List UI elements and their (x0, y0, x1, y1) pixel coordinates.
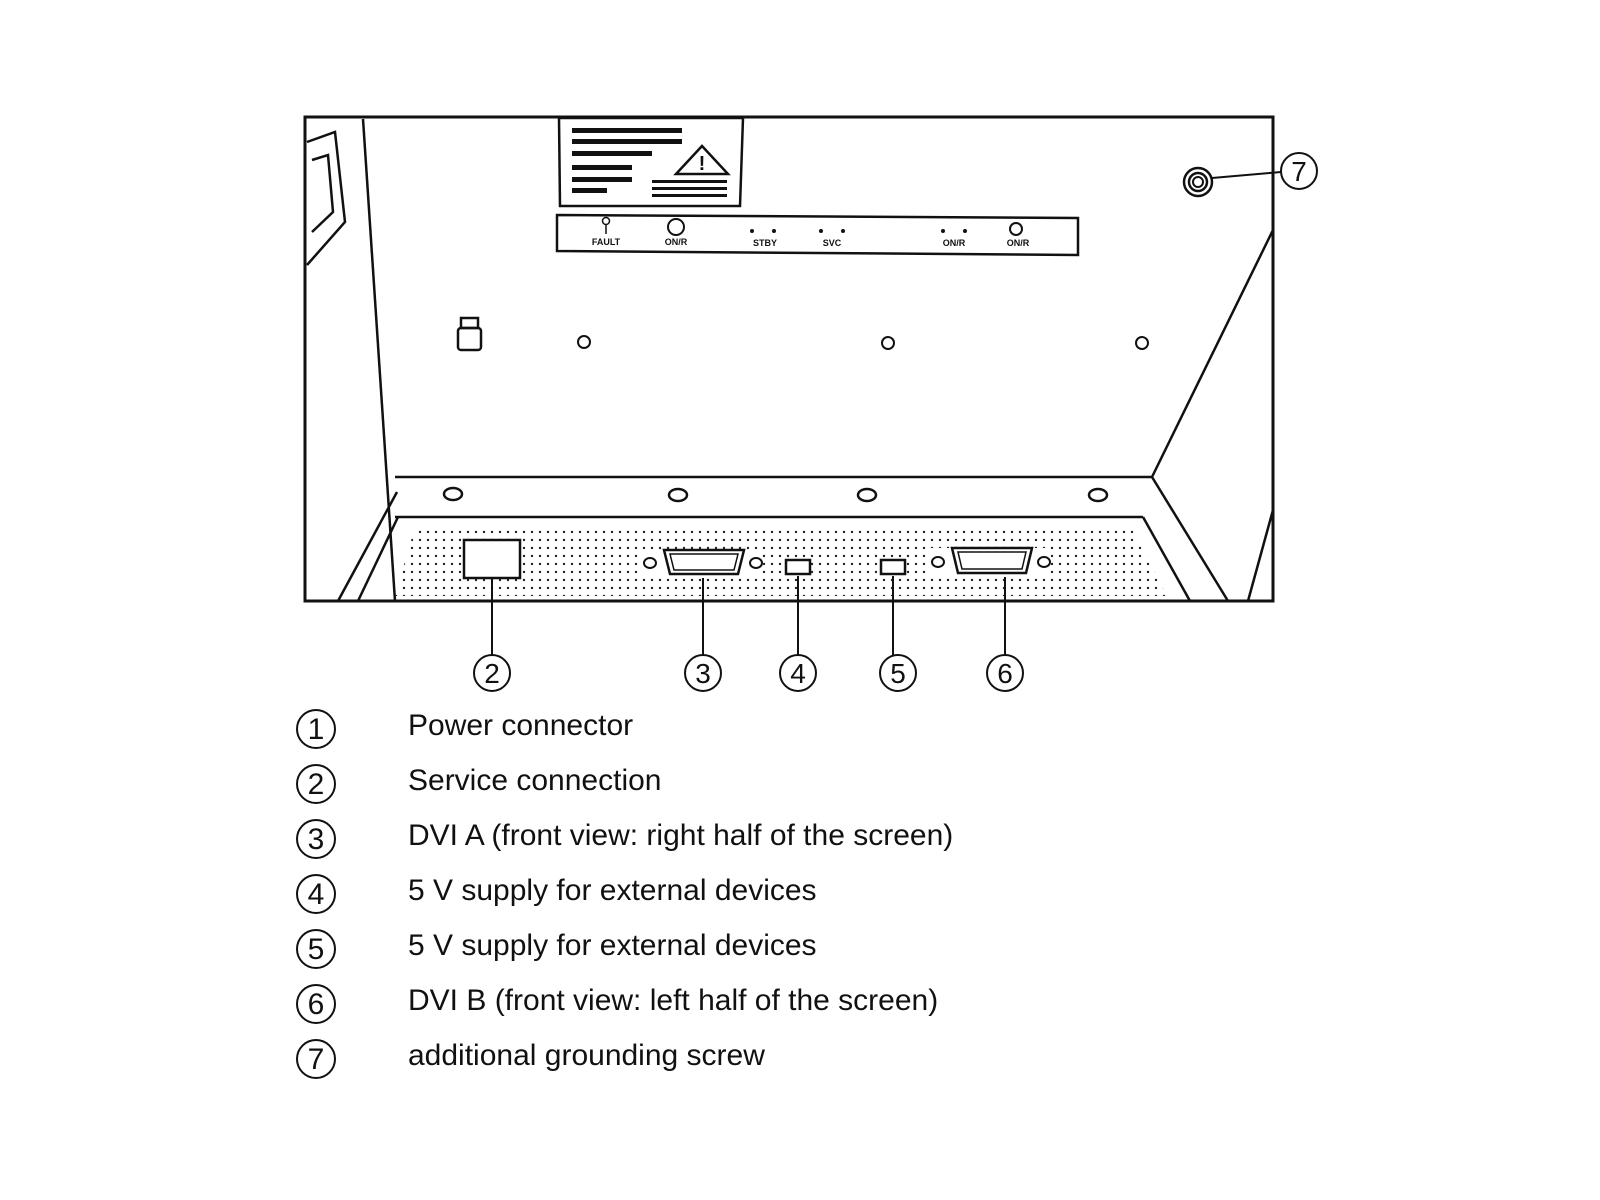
legend-text: DVI B (front view: left half of the scre… (408, 984, 939, 1017)
legend-text: 5 V supply for external devices (408, 929, 817, 962)
on-r-button-left (667, 218, 685, 236)
legend: 1 Power connector 2 Service connection 3… (296, 705, 1196, 1090)
legend-text: 5 V supply for external devices (408, 874, 817, 907)
legend-text: DVI A (front view: right half of the scr… (408, 819, 954, 852)
svg-text:5: 5 (890, 658, 906, 689)
service-connector (462, 538, 522, 580)
legend-number: 1 (296, 709, 336, 749)
label-on-r-right: ON/R (943, 238, 966, 248)
dvi-b-connector (928, 546, 1051, 576)
on-r-led-2 (963, 229, 967, 233)
leader-lines (491, 171, 1282, 655)
stby-led-2 (772, 229, 776, 233)
legend-item: 7 additional grounding screw (296, 1035, 1196, 1090)
usb-port-5 (879, 558, 907, 576)
vent-grille (395, 527, 1167, 596)
right-edge (1150, 229, 1275, 602)
legend-item: 4 5 V supply for external devices (296, 870, 1196, 925)
callout-4: 4 (779, 654, 817, 692)
on-r-button-right (1009, 222, 1023, 236)
legend-item: 6 DVI B (front view: left half of the sc… (296, 980, 1196, 1035)
housing-outline (303, 115, 1275, 603)
label-stby: STBY (753, 238, 777, 248)
legend-number: 5 (296, 929, 336, 969)
label-fault: FAULT (592, 237, 621, 247)
svg-text:7: 7 (1291, 156, 1307, 187)
warning-label: ! (557, 116, 745, 208)
lock-icon (456, 316, 483, 352)
lower-ledge (356, 475, 1192, 602)
label-svc: SVC (823, 238, 842, 248)
legend-number: 6 (296, 984, 336, 1024)
on-r-led-1 (941, 229, 945, 233)
dvi-a-connector (640, 548, 763, 576)
callout-6: 6 (986, 654, 1024, 692)
svg-text:6: 6 (997, 658, 1013, 689)
legend-item: 3 DVI A (front view: right half of the s… (296, 815, 1196, 870)
legend-item: 1 Power connector (296, 705, 1196, 760)
warning-triangle-icon (673, 144, 731, 176)
svg-text:!: ! (699, 153, 706, 175)
left-bracket (306, 118, 399, 602)
device-rear-view-diagram: ! FAULT ON/R STBY SVC ON/R ON/R (303, 115, 1318, 692)
legend-number: 3 (296, 819, 336, 859)
legend-text: Power connector (408, 709, 634, 742)
callout-2: 2 (473, 654, 511, 692)
svg-text:3: 3 (695, 658, 711, 689)
svc-led-2 (841, 229, 845, 233)
legend-number: 7 (296, 1039, 336, 1079)
fault-led-icon (601, 216, 611, 234)
label-on-r-left: ON/R (665, 237, 688, 247)
legend-text: additional grounding screw (408, 1039, 765, 1072)
stby-led-1 (750, 229, 754, 233)
svc-led-1 (819, 229, 823, 233)
callout-3: 3 (684, 654, 722, 692)
legend-item: 2 Service connection (296, 760, 1196, 815)
control-panel: FAULT ON/R STBY SVC ON/R ON/R (555, 213, 1080, 257)
usb-port-4 (784, 558, 812, 576)
svg-text:4: 4 (790, 658, 806, 689)
callout-5: 5 (879, 654, 917, 692)
grounding-screw-icon (1182, 166, 1214, 198)
legend-text: Service connection (408, 764, 662, 797)
legend-number: 4 (296, 874, 336, 914)
legend-item: 5 5 V supply for external devices (296, 925, 1196, 980)
legend-number: 2 (296, 764, 336, 804)
label-on-r-far: ON/R (1007, 238, 1030, 248)
callout-7: 7 (1280, 152, 1318, 190)
svg-text:2: 2 (484, 658, 500, 689)
mounting-holes-row (577, 335, 1149, 350)
